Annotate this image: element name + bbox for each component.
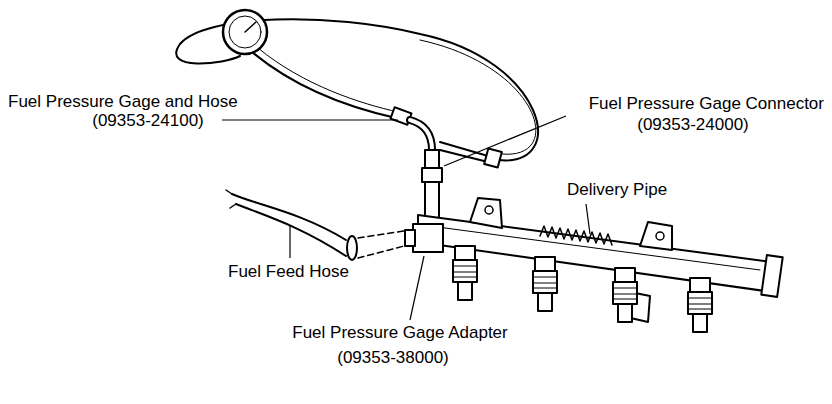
gauge-needle <box>245 22 256 32</box>
fuel-feed-hose <box>236 204 346 256</box>
hose-end <box>226 190 236 208</box>
rail-end <box>761 255 782 297</box>
leader-line <box>410 256 424 320</box>
gauge-pipe <box>440 142 488 156</box>
leader-line <box>222 119 398 120</box>
rail-edge <box>430 226 760 270</box>
connector-nut <box>422 168 442 182</box>
gauge-connector <box>425 150 439 226</box>
part-number: (09353-24000) <box>637 115 749 135</box>
hose-clamp <box>347 236 357 260</box>
injector <box>533 257 557 311</box>
part-number: (09353-38000) <box>337 348 449 368</box>
part-name: Fuel Pressure Gage and Hose <box>8 92 238 112</box>
leader-line <box>586 204 590 234</box>
assembly-line <box>358 231 404 258</box>
spring <box>540 226 612 245</box>
mount-bracket <box>470 198 502 228</box>
bracket-hole <box>485 206 493 214</box>
injector <box>688 278 712 332</box>
gauge-hose <box>252 52 396 118</box>
gauge-hose-edge <box>420 40 536 154</box>
gauge-adapter <box>413 224 443 252</box>
delivery-pipe <box>418 215 772 292</box>
fuel-feed-hose <box>232 194 346 240</box>
pipe-nut <box>484 148 502 167</box>
adapter-nipple <box>405 230 415 246</box>
leader-line <box>444 116 566 166</box>
injector <box>453 246 477 300</box>
part-name: Delivery Pipe <box>567 180 667 200</box>
mount-bracket <box>640 222 672 250</box>
elbow-inner <box>410 120 432 150</box>
pressure-gauge <box>223 10 267 54</box>
leader-line <box>289 226 290 258</box>
elbow <box>410 120 432 150</box>
part-name: Fuel Feed Hose <box>228 262 349 282</box>
gauge-face <box>229 16 261 48</box>
part-number: (09353-24100) <box>92 111 204 131</box>
gauge-pipe <box>440 150 488 162</box>
bracket-hole <box>656 232 664 240</box>
part-name: Fuel Pressure Gage Adapter <box>292 323 507 343</box>
part-name: Fuel Pressure Gage Connector <box>589 94 824 114</box>
injector <box>613 268 637 322</box>
gauge-hose-edge <box>258 48 398 112</box>
